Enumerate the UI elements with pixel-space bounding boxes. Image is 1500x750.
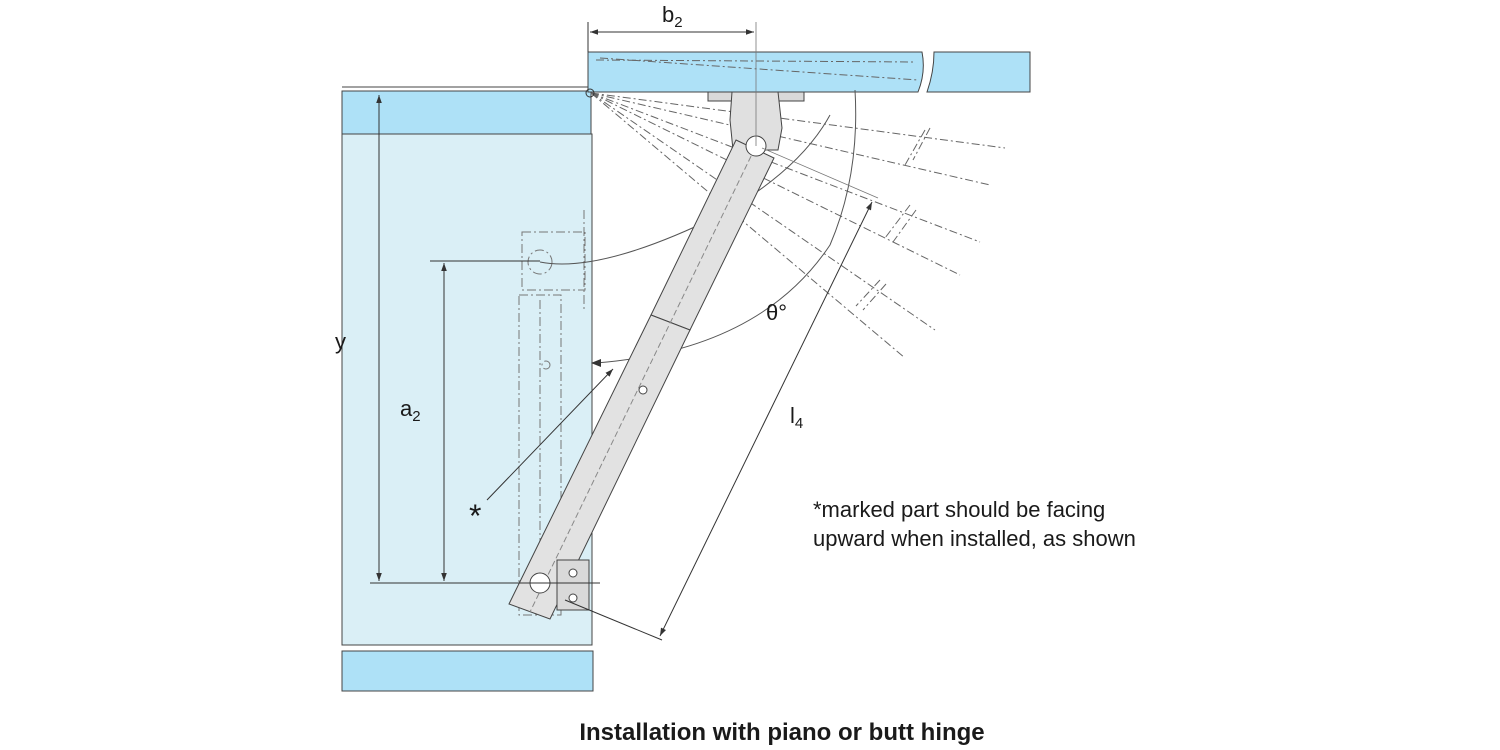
dimension-y (370, 95, 600, 584)
lid-panel-end (926, 51, 1031, 93)
marked-part-dot (638, 385, 648, 395)
cabinet-top-panel (341, 90, 592, 135)
note-line-2: upward when installed, as shown (813, 526, 1136, 551)
label-a2: a2 (400, 396, 421, 425)
dimension-l4 (564, 147, 879, 641)
figure-caption: Installation with piano or butt hinge (579, 719, 984, 746)
strut-rod (650, 139, 775, 331)
cabinet-mount-bracket (556, 559, 590, 611)
dimension-b2 (587, 22, 757, 146)
label-theta: θ° (766, 300, 787, 325)
arc-arrowhead (591, 359, 601, 367)
asterisk-leader (486, 368, 614, 501)
label-asterisk: * (469, 498, 481, 534)
label-l4: l4 (790, 403, 803, 432)
label-y: y (335, 329, 346, 354)
label-b2: b2 (662, 2, 683, 31)
note-line-1: *marked part should be facing (813, 497, 1105, 522)
cabinet-bottom-panel (341, 650, 594, 692)
hinge-pivot-icon (585, 88, 595, 98)
dimension-a2 (430, 260, 540, 581)
